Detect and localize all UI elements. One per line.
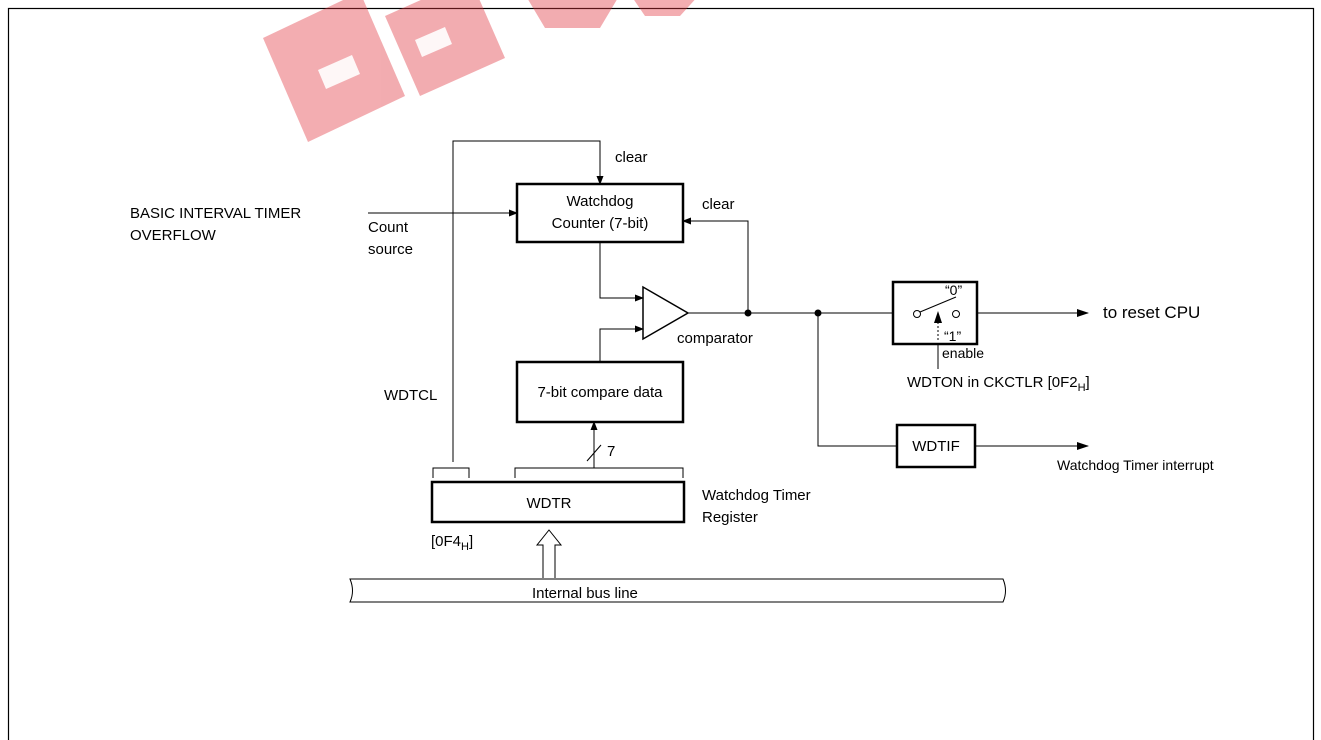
bus-width-label: 7 [607,443,615,460]
counter-clear-right-label: clear [702,196,735,213]
counter-clear-top-label: clear [615,149,648,166]
wdtr-address-label: [0F4H] [431,533,473,553]
wdtr-desc-line1: Watchdog Timer [702,487,811,504]
counter-label-line2: Counter (7-bit) [552,215,649,232]
wdtif-label: WDTIF [912,438,959,455]
diagram-border [7,7,1315,740]
count-source-label-line1: Count [368,219,409,236]
junction-dot [744,309,752,317]
enable-label: enable [942,345,984,361]
compare-data-to-comparator-line [599,325,644,362]
wdtif-branch-line [817,313,897,447]
switch-pos0-label: “0” [945,282,962,298]
wdtcl-feedback-line [452,140,604,462]
wdtcl-label: WDTCL [384,387,437,404]
basic-interval-label-line1: BASIC INTERVAL TIMER [130,205,301,222]
switch-pos1-label: “1” [944,328,961,344]
wdtr-register-box [430,480,686,524]
count-source-label-line2: source [368,241,413,258]
switch-blade [919,296,957,313]
compare-data-label: 7-bit compare data [537,384,663,401]
wdtif-box [895,423,977,469]
internal-bus-label: Internal bus line [532,585,638,602]
counter-clear-feedback-line [682,217,749,313]
wdtr-label: WDTR [527,495,572,512]
wdtcl-bit-bracket [432,467,470,478]
compare-bits-bracket [514,467,684,478]
compare-data-box [515,360,685,424]
comparator-label: comparator [677,330,753,347]
enable-switch-box [891,280,979,346]
counter-to-comparator-line [599,242,644,302]
reset-cpu-label: to reset CPU [1103,303,1200,322]
wdtr-desc-line2: Register [702,509,758,526]
bus-width-slash [586,444,602,462]
counter-label-line1: Watchdog [567,193,634,210]
internal-bus-line [349,578,1006,603]
basic-interval-label-line2: OVERFLOW [130,227,217,244]
switch-input-terminal [913,310,921,318]
comparator-symbol [642,285,690,341]
switch-output-terminal [952,310,960,318]
bus-to-register-arrow [535,529,563,578]
wdton-label: WDTON in CKCTLR [0F2H] [907,374,1090,394]
watchdog-interrupt-label: Watchdog Timer interrupt [1057,457,1214,473]
switch-control-arrowhead [934,311,942,323]
